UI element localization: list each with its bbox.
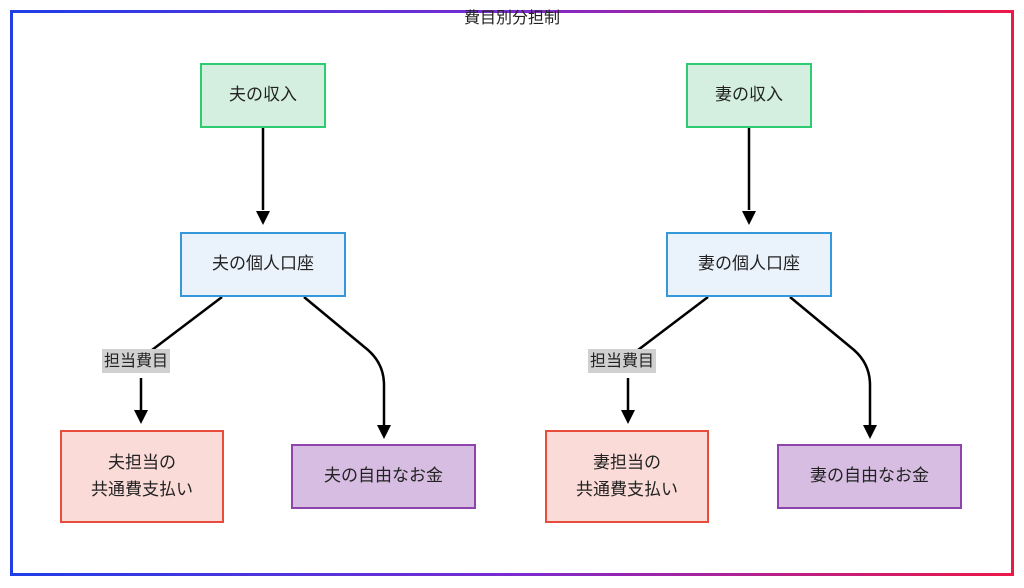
arrow-husband-account [256, 211, 270, 225]
edge-label-wife-shared: 担当費目 [588, 349, 657, 373]
node-wife-account: 妻の個人口座 [666, 232, 832, 297]
node-wife-free-label: 妻の自由なお金 [810, 466, 929, 487]
node-wife-income: 妻の収入 [686, 63, 812, 128]
edge-wife-account-to-free [789, 296, 872, 425]
node-husband-shared-expenses: 夫担当の 共通費支払い [60, 430, 224, 523]
edge-husband-account-to-free [303, 296, 386, 425]
arrow-husband-free [377, 425, 391, 439]
edge-husband-account-to-shared [151, 296, 223, 351]
node-husband-shared-label: 夫担当の 共通費支払い [91, 453, 193, 500]
arrow-husband-shared [134, 410, 148, 424]
node-wife-shared-label: 妻担当の 共通費支払い [576, 453, 678, 500]
node-husband-income: 夫の収入 [200, 63, 326, 128]
arrow-wife-account [742, 211, 756, 225]
arrow-wife-free [863, 425, 877, 439]
node-wife-shared-expenses: 妻担当の 共通費支払い [545, 430, 709, 523]
node-wife-free-money: 妻の自由なお金 [777, 444, 962, 509]
edge-wife-account-to-shared [637, 296, 709, 351]
node-husband-income-label: 夫の収入 [229, 85, 297, 106]
node-husband-account-label: 夫の個人口座 [212, 254, 314, 275]
node-husband-account: 夫の個人口座 [180, 232, 346, 297]
node-wife-account-label: 妻の個人口座 [698, 254, 800, 275]
node-wife-income-label: 妻の収入 [715, 85, 783, 106]
node-husband-free-money: 夫の自由なお金 [291, 444, 476, 509]
node-husband-free-label: 夫の自由なお金 [324, 466, 443, 487]
edge-label-husband-shared: 担当費目 [102, 349, 171, 373]
arrow-wife-shared [621, 410, 635, 424]
diagram-title: 費目別分担制 [463, 8, 560, 27]
